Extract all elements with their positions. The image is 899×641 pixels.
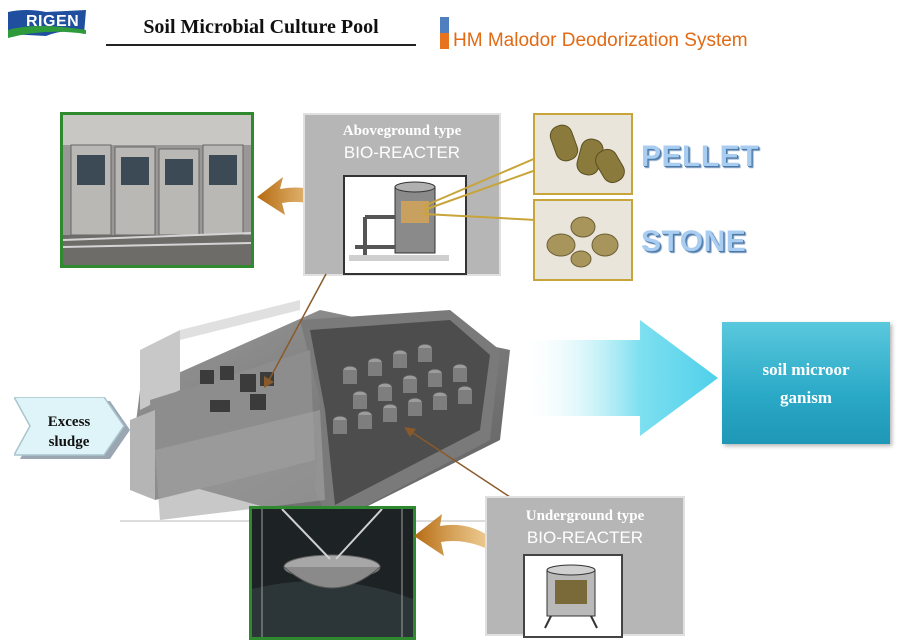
aboveground-bio-reacter-label: BIO-REACTER — [343, 143, 461, 162]
logo-text: RIGEN — [26, 13, 80, 30]
aboveground-reactor-drawing — [343, 175, 467, 275]
underground-pointer-line — [400, 425, 515, 500]
aboveground-reactor-photo — [60, 112, 254, 268]
aboveground-type-label: Aboveground type — [342, 123, 462, 139]
underground-bio-reacter-box: Underground type BIO-REACTER — [485, 496, 685, 638]
pellet-sample-photo — [533, 113, 633, 195]
stone-sample-photo — [533, 199, 633, 281]
pellet-label: PELLET — [641, 140, 760, 173]
stone-label: STONE — [641, 225, 747, 258]
output-line-1: soil microor — [762, 360, 850, 379]
output-arrow — [520, 318, 720, 438]
rigen-logo: RIGEN — [6, 8, 92, 40]
plant-illustration — [120, 290, 520, 530]
sample-pointer-lines — [420, 150, 540, 230]
page-title: Soil Microbial Culture Pool — [106, 12, 416, 46]
aboveground-pointer-line — [260, 270, 340, 390]
underground-reactor-drawing — [523, 554, 623, 638]
tag-bar-blue — [440, 17, 449, 33]
soil-microorganism-box: soil microor ganism — [722, 322, 890, 444]
excess-line-1: Excess — [47, 414, 91, 430]
underground-type-label: Underground type — [525, 508, 645, 524]
output-line-2: ganism — [780, 388, 832, 407]
excess-sludge-label: Excess sludge — [24, 412, 114, 452]
tag-bar-orange — [440, 33, 449, 49]
excess-line-2: sludge — [48, 434, 90, 450]
excess-sludge-chevron — [12, 396, 134, 463]
underground-bio-reacter-label: BIO-REACTER — [526, 528, 644, 547]
arrow-to-underground-photo — [412, 512, 520, 572]
underground-reactor-photo — [249, 506, 416, 640]
system-subtitle: HM Malodor Deodorization System — [453, 30, 748, 51]
